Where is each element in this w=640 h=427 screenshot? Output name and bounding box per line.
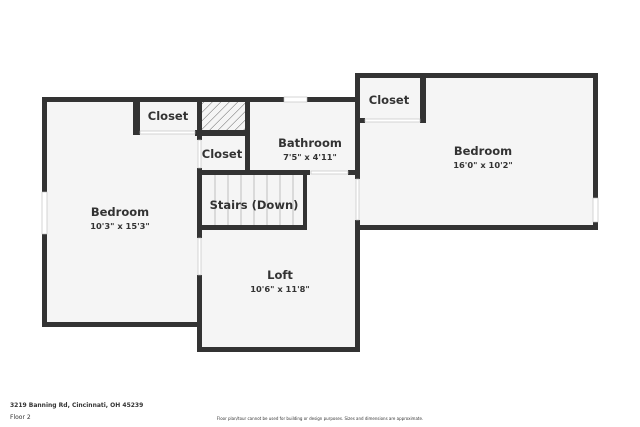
closet-door [139, 130, 196, 135]
stairs-label: Stairs (Down) [210, 198, 299, 212]
bathroom-dims: 7'5" x 4'11" [283, 152, 337, 162]
walls [42, 73, 598, 352]
bathroom-door [310, 170, 349, 175]
hatched-chase [202, 102, 246, 131]
bedroom-right-area [357, 75, 596, 228]
closet-top-label: Closet [148, 109, 189, 123]
closet-right-label: Closet [369, 93, 410, 107]
stair-treads [214, 175, 294, 225]
bedroom-left-dims: 10'3" x 15'3" [90, 221, 150, 231]
window [283, 96, 308, 103]
loft-label: Loft [267, 268, 293, 282]
closet-mid-label: Closet [202, 147, 243, 161]
bathroom-label: Bathroom [278, 136, 342, 150]
window [41, 191, 48, 235]
bedroom-left-label: Bedroom [91, 205, 149, 219]
bedroom-right-label: Bedroom [454, 144, 512, 158]
bedroom-left-area [44, 99, 200, 325]
address: 3219 Banning Rd, Cincinnati, OH 45239 [10, 402, 144, 409]
disclaimer: Floor plan/tour cannot be used for build… [216, 416, 424, 421]
closet-door [197, 139, 202, 169]
loft-dims: 10'6" x 11'8" [250, 284, 310, 294]
floor-label: Floor 2 [10, 414, 31, 421]
openings [41, 96, 599, 276]
loft-doorway [197, 237, 202, 276]
window [592, 197, 599, 223]
bedroom-right-dims: 16'0" x 10'2" [453, 160, 513, 170]
center-area [199, 99, 357, 349]
closet-door [364, 118, 421, 123]
bedroom-doorway [355, 178, 360, 221]
